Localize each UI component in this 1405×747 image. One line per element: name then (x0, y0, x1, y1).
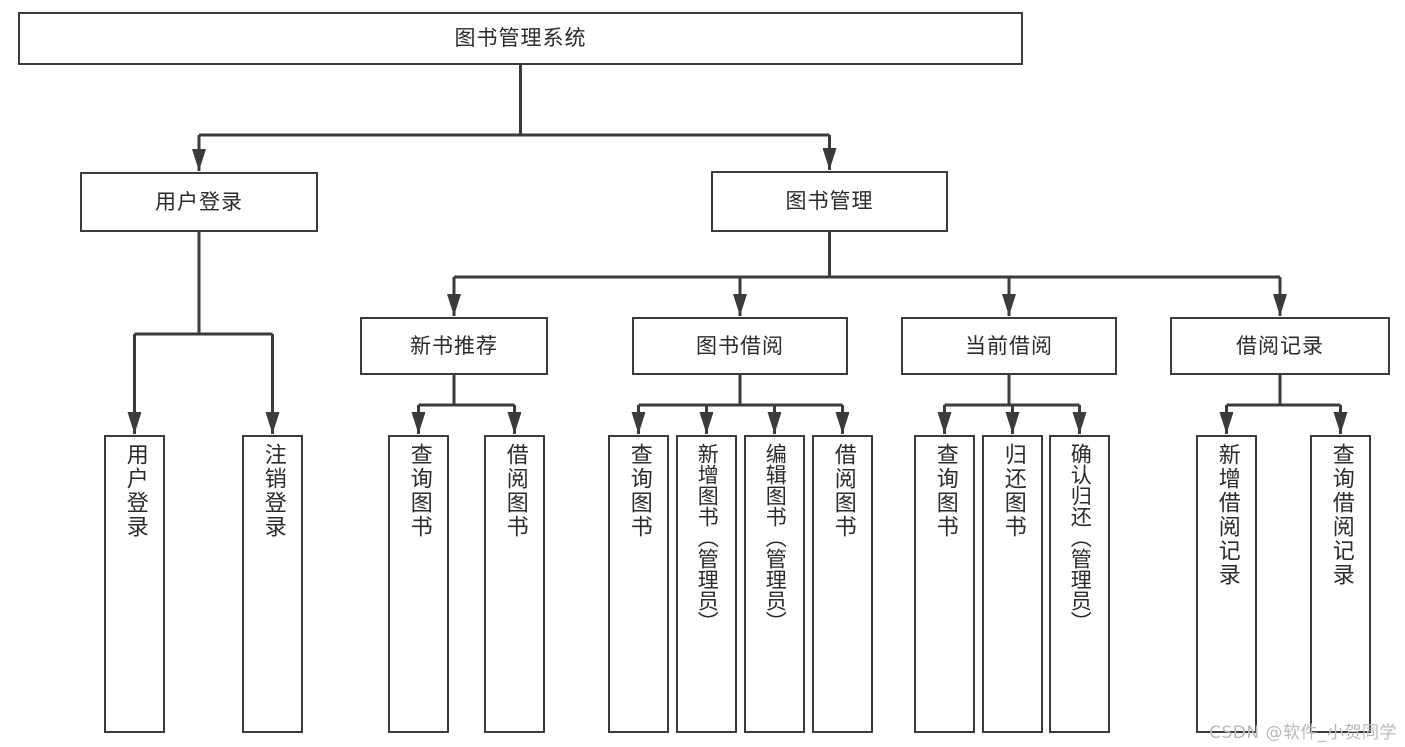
node-l_logout[interactable]: 注销登录 (242, 435, 303, 733)
node-l_r_query[interactable]: 查询借阅记录 (1310, 435, 1371, 733)
node-label: 新书推荐 (410, 333, 498, 358)
arrowhead-icon (447, 294, 461, 316)
arrowhead-icon (733, 294, 747, 316)
node-label: 借阅图书 (502, 443, 528, 539)
node-newbook[interactable]: 新书推荐 (360, 317, 548, 375)
arrowhead-icon (411, 412, 426, 434)
node-l_b_query[interactable]: 查询图书 (608, 435, 669, 733)
node-label: 归还图书 (1000, 443, 1026, 539)
arrowhead-icon (1219, 412, 1234, 434)
node-l_nb_query[interactable]: 查询图书 (388, 435, 449, 733)
node-label: 编辑图书（管理员） (763, 443, 788, 632)
node-root[interactable]: 图书管理系统 (18, 12, 1023, 65)
node-label: 查询图书 (932, 443, 958, 539)
node-label: 确认归还（管理员） (1068, 443, 1093, 632)
node-label: 新增图书（管理员） (695, 443, 720, 632)
node-label: 查询图书 (406, 443, 432, 539)
node-l_b_borrow[interactable]: 借阅图书 (812, 435, 873, 733)
node-label: 图书借阅 (696, 333, 784, 358)
node-label: 图书管理 (785, 189, 874, 214)
arrowhead-icon (631, 412, 646, 434)
node-label: 查询图书 (626, 443, 652, 539)
arrowhead-icon (1002, 294, 1016, 316)
arrowhead-icon (937, 412, 952, 434)
node-label: 注销登录 (260, 443, 286, 539)
node-l_login[interactable]: 用户登录 (104, 435, 165, 733)
arrowhead-icon (1072, 412, 1087, 434)
arrowhead-icon (507, 412, 522, 434)
arrowhead-icon (1333, 412, 1348, 434)
node-bookmgmt[interactable]: 图书管理 (711, 171, 948, 232)
node-label: 新增借阅记录 (1214, 443, 1240, 587)
node-login[interactable]: 用户登录 (80, 172, 318, 232)
arrowhead-icon (822, 148, 837, 170)
arrowhead-icon (1005, 412, 1020, 434)
node-l_c_confirm[interactable]: 确认归还（管理员） (1049, 435, 1110, 733)
node-label: 当前借阅 (965, 333, 1053, 358)
node-records[interactable]: 借阅记录 (1170, 317, 1390, 375)
node-l_c_return[interactable]: 归还图书 (982, 435, 1043, 733)
node-label: 用户登录 (155, 189, 243, 214)
node-l_b_add[interactable]: 新增图书（管理员） (676, 435, 737, 733)
node-label: 用户登录 (122, 443, 148, 539)
node-borrow[interactable]: 图书借阅 (632, 317, 848, 375)
node-label: 图书管理系统 (454, 26, 587, 51)
node-l_r_add[interactable]: 新增借阅记录 (1196, 435, 1257, 733)
node-l_nb_borrow[interactable]: 借阅图书 (484, 435, 545, 733)
arrowhead-icon (265, 412, 280, 434)
node-label: 查询借阅记录 (1328, 443, 1354, 587)
node-l_c_query[interactable]: 查询图书 (914, 435, 975, 733)
node-label: 借阅记录 (1236, 333, 1324, 358)
arrowhead-icon (699, 412, 714, 434)
node-l_b_edit[interactable]: 编辑图书（管理员） (744, 435, 805, 733)
arrowhead-icon (127, 412, 142, 434)
arrowhead-icon (1273, 294, 1287, 316)
node-current[interactable]: 当前借阅 (901, 317, 1117, 375)
node-label: 借阅图书 (830, 443, 856, 539)
arrowhead-icon (835, 412, 850, 434)
arrowhead-icon (192, 149, 206, 171)
arrowhead-icon (767, 412, 782, 434)
